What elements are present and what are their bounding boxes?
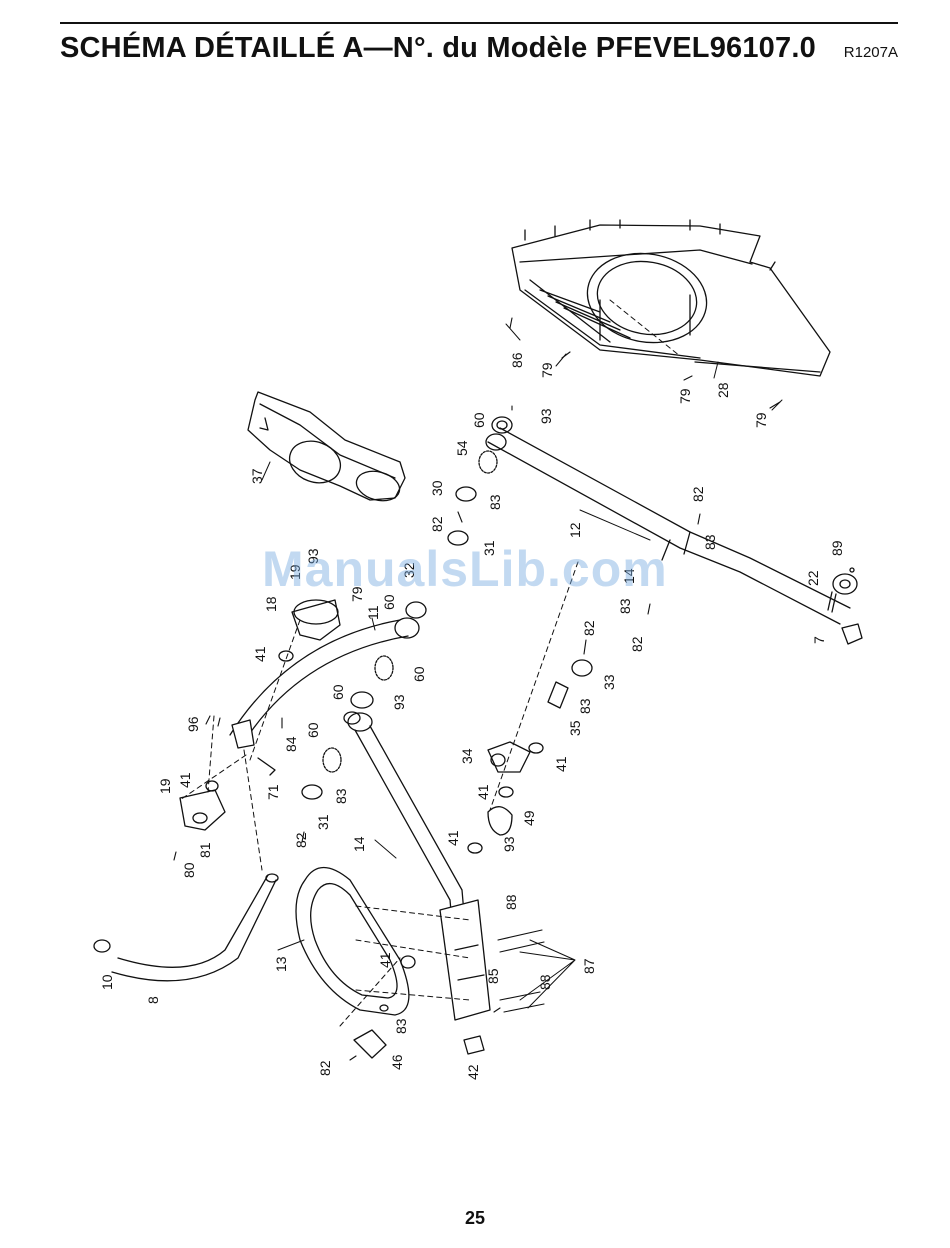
callout: 19 <box>157 778 173 794</box>
callout: 79 <box>677 388 693 404</box>
callout: 18 <box>263 596 279 612</box>
callout: 41 <box>445 830 461 846</box>
handle-part <box>94 874 278 981</box>
callout: 83 <box>487 494 503 510</box>
callout: 35 <box>567 720 583 736</box>
callout: 88 <box>503 894 519 910</box>
callout: 93 <box>391 694 407 710</box>
callout: 30 <box>429 480 445 496</box>
callout: 82 <box>581 620 597 636</box>
callout: 34 <box>459 748 475 764</box>
callout: 41 <box>475 784 491 800</box>
callout: 82 <box>317 1060 333 1076</box>
curved-arm-part <box>230 600 419 742</box>
callout: 82 <box>690 486 706 502</box>
callout: 96 <box>185 716 201 732</box>
callout: 49 <box>521 810 537 826</box>
callout: 28 <box>715 382 731 398</box>
callout: 31 <box>315 814 331 830</box>
callout: 13 <box>273 956 289 972</box>
callout: 81 <box>197 842 213 858</box>
callout: 12 <box>567 522 583 538</box>
callout: 10 <box>99 974 115 990</box>
callout: 11 <box>365 605 381 620</box>
callout: 89 <box>829 540 845 556</box>
callout: 85 <box>485 968 501 984</box>
callout: 83 <box>333 788 349 804</box>
callout: 83 <box>617 598 633 614</box>
callout: 79 <box>539 362 555 378</box>
callout: 41 <box>252 646 268 662</box>
callout: 93 <box>501 836 517 852</box>
cap-parts <box>354 1030 484 1058</box>
callout: 83 <box>577 698 593 714</box>
callout: 82 <box>429 516 445 532</box>
callout: 84 <box>283 736 299 752</box>
callout: 93 <box>538 408 554 424</box>
callout: 54 <box>454 440 470 456</box>
callout: 82 <box>629 636 645 652</box>
callout: 60 <box>330 684 346 700</box>
callout: 60 <box>471 412 487 428</box>
callout: 83 <box>702 534 718 550</box>
callout: 83 <box>393 1018 409 1034</box>
callout: 86 <box>509 352 525 368</box>
callout: 46 <box>389 1054 405 1070</box>
shroud-part <box>512 220 830 376</box>
callout: 41 <box>377 952 393 968</box>
callout: 80 <box>181 862 197 878</box>
callout: 82 <box>293 832 309 848</box>
page-number: 25 <box>0 1208 950 1229</box>
console-cover-part <box>248 392 405 505</box>
callout: 60 <box>305 722 321 738</box>
callout: 37 <box>249 468 265 484</box>
callout: 88 <box>537 974 553 990</box>
watermark: ManualsLib.com <box>262 540 668 598</box>
callout: 33 <box>601 674 617 690</box>
callout: 41 <box>553 756 569 772</box>
callout: 60 <box>411 666 427 682</box>
callout: 14 <box>351 836 367 852</box>
callout: 71 <box>265 784 281 800</box>
callout: 8 <box>145 996 161 1004</box>
callout: 41 <box>177 772 193 788</box>
callout: 42 <box>465 1064 481 1080</box>
callout: 79 <box>753 412 769 428</box>
callout: 7 <box>811 636 827 644</box>
callout: 87 <box>581 958 597 974</box>
bracket-parts <box>180 720 275 830</box>
callout: 22 <box>805 570 821 586</box>
